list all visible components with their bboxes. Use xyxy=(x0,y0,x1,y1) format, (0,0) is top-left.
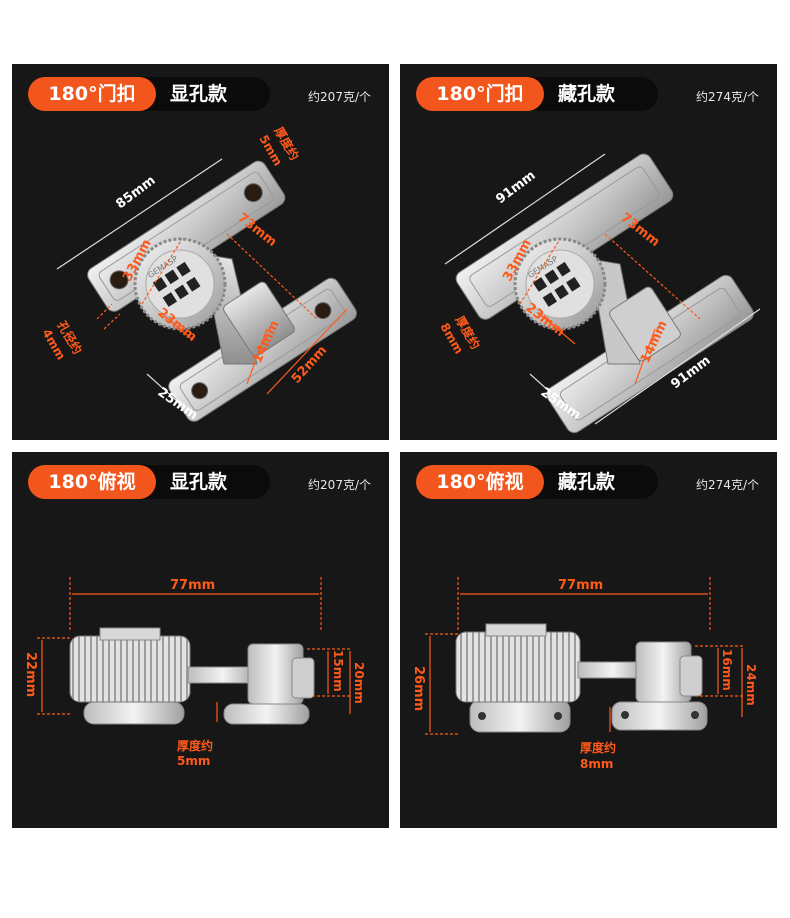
panel-header: 180°门扣 藏孔款 xyxy=(416,77,658,111)
view-label: 180°俯视 xyxy=(416,465,544,499)
variant-label: 显孔款 xyxy=(170,471,228,493)
panel-header: 180°俯视 显孔款 xyxy=(28,465,270,499)
variant-label: 藏孔款 xyxy=(558,471,616,493)
dim-thickness-label: 厚度约 xyxy=(580,740,616,755)
panel-header: 180°门扣 显孔款 xyxy=(28,77,270,111)
dim-91mm-top: 91mm xyxy=(493,168,538,207)
product-diagram-top-view-hidden: 77mm 26mm 16mm 24mm 厚度约 8mm xyxy=(411,577,758,771)
dim-height-left: 22mm xyxy=(23,652,38,697)
panel-bottom-left: 77mm 22mm 15mm 20mm 厚度约 5mm 180°俯视 显孔款 约… xyxy=(12,452,389,828)
product-diagram-open-hidden: GEMASP 91mm 33mm 73mm 厚度约 8mm 23mm 14mm … xyxy=(437,153,761,434)
dim-height-right: 24mm xyxy=(744,664,758,706)
panel-header: 180°俯视 藏孔款 xyxy=(416,465,658,499)
weight-label: 约207克/个 xyxy=(308,90,371,104)
dim-thickness-value: 8mm xyxy=(580,757,613,771)
product-diagram-open-exposed: GEMASP 85mm 33mm 厚度约 5mm 73mm 23mm 14mm … xyxy=(39,124,357,423)
view-label: 180°门扣 xyxy=(28,77,156,111)
panel-top-right: GEMASP 91mm 33mm 73mm 厚度约 8mm 23mm 14mm … xyxy=(400,64,777,440)
weight-label: 约274克/个 xyxy=(696,90,759,104)
dim-height-right: 20mm xyxy=(352,662,366,704)
dim-height-left: 26mm xyxy=(411,666,426,711)
view-label: 180°俯视 xyxy=(28,465,156,499)
base-rosette xyxy=(83,701,185,725)
weight-label: 约207克/个 xyxy=(308,478,371,492)
variant-label: 藏孔款 xyxy=(558,83,616,105)
dim-thickness-value: 5mm xyxy=(177,754,210,768)
dim-height-inner: 16mm xyxy=(720,649,734,691)
dial-body xyxy=(455,631,581,703)
panel-bottom-right: 77mm 26mm 16mm 24mm 厚度约 8mm 180°俯视 藏孔款 约… xyxy=(400,452,777,828)
weight-label: 约274克/个 xyxy=(696,478,759,492)
dial-body xyxy=(69,635,191,703)
panel-top-left: GEMASP 85mm 33mm 厚度约 5mm 73mm 23mm 14mm … xyxy=(12,64,389,440)
variant-label: 显孔款 xyxy=(170,83,228,105)
dim-height-inner: 15mm xyxy=(331,650,345,692)
dim-thickness-label: 厚度约 xyxy=(177,738,213,753)
dim-width: 77mm xyxy=(170,578,215,593)
strike-base xyxy=(223,703,310,725)
dim-width: 77mm xyxy=(558,578,603,593)
view-label: 180°门扣 xyxy=(416,77,544,111)
product-diagram-top-view-exposed: 77mm 22mm 15mm 20mm 厚度约 5mm xyxy=(23,577,366,768)
